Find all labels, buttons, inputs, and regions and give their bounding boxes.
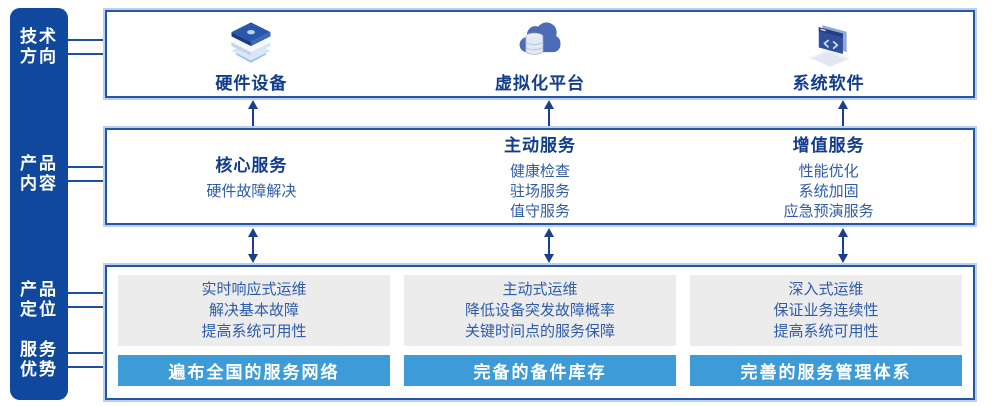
connector-line bbox=[68, 292, 106, 294]
positioning-line: 保证业务连续性 bbox=[773, 302, 879, 319]
positioning-line: 主动式运维 bbox=[502, 281, 578, 298]
code-window-icon bbox=[803, 15, 855, 67]
service-heading: 增值服务 bbox=[792, 136, 865, 155]
service-item: 健康检查 bbox=[510, 163, 571, 180]
up-arrow-icon bbox=[836, 100, 850, 127]
service-item: 系统加固 bbox=[798, 183, 859, 200]
positioning-line: 实时响应式运维 bbox=[201, 281, 307, 298]
rail-label-line: 产品 bbox=[20, 154, 58, 173]
technology-item-system-software: 系统软件 bbox=[684, 12, 973, 96]
positioning-column-proactive: 主动式运维 降低设备突发故障概率 关键时间点的服务保障 完备的备件库存 bbox=[404, 275, 676, 398]
technology-item-label: 虚拟化平台 bbox=[495, 73, 585, 93]
positioning-column-realtime: 实时响应式运维 解决基本故障 提高系统可用性 遍布全国的服务网络 bbox=[118, 275, 390, 398]
up-arrow-icon bbox=[246, 100, 260, 127]
rail-label-line: 优势 bbox=[20, 360, 58, 379]
advantage-bar: 遍布全国的服务网络 bbox=[118, 355, 390, 386]
advantage-bar: 完备的备件库存 bbox=[404, 355, 676, 386]
rail-label-service-advantage: 服务 优势 bbox=[10, 340, 68, 380]
connector-line bbox=[68, 352, 106, 354]
positioning-box: 主动式运维 降低设备突发故障概率 关键时间点的服务保障 bbox=[404, 275, 676, 346]
positioning-column-indepth: 深入式运维 保证业务连续性 提高系统可用性 完善的服务管理体系 bbox=[690, 275, 962, 398]
double-arrow-icon bbox=[836, 228, 850, 263]
service-heading: 核心服务 bbox=[215, 156, 288, 175]
connector-line bbox=[68, 53, 106, 55]
technology-direction-panel: 硬件设备 虚拟化平台 bbox=[105, 10, 975, 98]
rail-label-technology-direction: 技术 方向 bbox=[10, 27, 68, 67]
rail-label-line: 技术 bbox=[20, 27, 58, 46]
positioning-line: 提高系统可用性 bbox=[201, 323, 307, 340]
service-column-core: 核心服务 硬件故障解决 bbox=[107, 130, 396, 223]
rail-label-line: 定位 bbox=[20, 300, 58, 319]
server-stack-icon bbox=[225, 15, 277, 67]
service-item: 驻场服务 bbox=[510, 183, 571, 200]
rail-label-line: 内容 bbox=[20, 174, 58, 193]
double-arrow-icon bbox=[246, 228, 260, 263]
positioning-line: 深入式运维 bbox=[788, 281, 864, 298]
positioning-line: 解决基本故障 bbox=[208, 302, 299, 319]
rail-label-line: 产品 bbox=[20, 280, 58, 299]
advantage-bar: 完善的服务管理体系 bbox=[690, 355, 962, 386]
service-column-proactive: 主动服务 健康检查 驻场服务 值守服务 bbox=[396, 130, 685, 223]
service-column-value-added: 增值服务 性能优化 系统加固 应急预演服务 bbox=[684, 130, 973, 223]
rail-label-line: 方向 bbox=[20, 47, 58, 66]
technology-item-virtualization: 虚拟化平台 bbox=[396, 12, 685, 96]
positioning-line: 降低设备突发故障概率 bbox=[464, 302, 615, 319]
positioning-box: 深入式运维 保证业务连续性 提高系统可用性 bbox=[690, 275, 962, 346]
cloud-database-icon bbox=[514, 15, 566, 67]
rail-label-product-content: 产品 内容 bbox=[10, 154, 68, 194]
positioning-line: 提高系统可用性 bbox=[773, 323, 879, 340]
product-content-panel: 核心服务 硬件故障解决 主动服务 健康检查 驻场服务 值守服务 增值服务 性能优… bbox=[105, 128, 975, 225]
rail-label-product-positioning: 产品 定位 bbox=[10, 280, 68, 320]
service-item: 值守服务 bbox=[510, 203, 571, 220]
category-rail: 技术 方向 产品 内容 产品 定位 服务 优势 bbox=[10, 8, 68, 400]
up-arrow-icon bbox=[542, 100, 556, 127]
technology-item-label: 系统软件 bbox=[792, 73, 865, 93]
positioning-line: 关键时间点的服务保障 bbox=[464, 323, 615, 340]
positioning-advantage-panel: 实时响应式运维 解决基本故障 提高系统可用性 遍布全国的服务网络 主动式运维 降… bbox=[105, 265, 975, 400]
service-item: 应急预演服务 bbox=[783, 203, 874, 220]
connector-line bbox=[68, 180, 106, 182]
service-item: 硬件故障解决 bbox=[206, 183, 297, 200]
connector-line bbox=[68, 39, 106, 41]
service-heading: 主动服务 bbox=[504, 136, 576, 155]
connector-line bbox=[68, 306, 106, 308]
connector-line bbox=[68, 166, 106, 168]
positioning-box: 实时响应式运维 解决基本故障 提高系统可用性 bbox=[118, 275, 390, 346]
service-item: 性能优化 bbox=[798, 163, 859, 180]
connector-line bbox=[68, 366, 106, 368]
rail-label-line: 服务 bbox=[20, 340, 58, 359]
double-arrow-icon bbox=[542, 228, 556, 263]
technology-item-label: 硬件设备 bbox=[215, 73, 288, 93]
technology-item-hardware: 硬件设备 bbox=[107, 12, 396, 96]
